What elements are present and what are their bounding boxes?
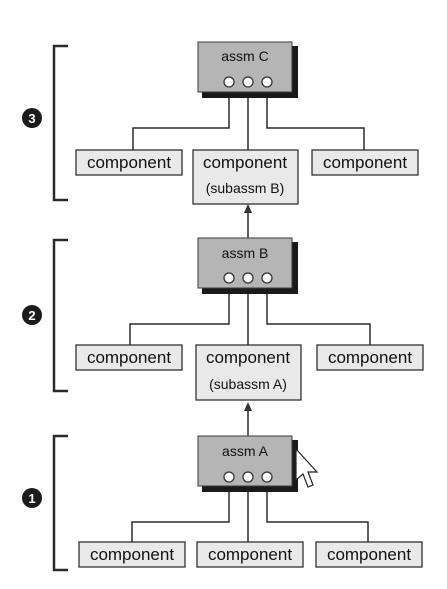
port-circle-icon <box>261 272 273 284</box>
component-label: component <box>206 348 290 367</box>
assembly-label-a: assm A <box>222 443 269 459</box>
component-rect <box>78 541 186 568</box>
component-box-3b-subassm-b[interactable]: component (subassm B) <box>192 149 299 205</box>
level-3-bracket <box>52 44 68 202</box>
assembly-node-c[interactable]: assm C <box>197 41 298 98</box>
component-box-1c[interactable]: component <box>315 541 423 568</box>
arrow-head <box>244 204 252 213</box>
level-1-group: 1 assm A component component component <box>22 434 423 572</box>
component-rect <box>196 541 304 568</box>
component-label: component <box>203 153 287 172</box>
component-label: component <box>328 348 412 367</box>
component-rect <box>316 344 424 371</box>
port-circle-icon <box>261 471 273 483</box>
port-circle-icon <box>223 471 235 483</box>
level-1-badge <box>22 488 42 508</box>
port-circle-icon <box>261 76 273 88</box>
component-box-3c[interactable]: component <box>311 149 419 176</box>
level-2-badge <box>22 305 42 325</box>
component-rect <box>311 149 419 176</box>
component-box-2c[interactable]: component <box>316 344 424 371</box>
component-label: component <box>87 348 171 367</box>
component-label: component <box>87 153 171 172</box>
level-3-badge <box>22 108 42 128</box>
component-box-3a[interactable]: component <box>75 149 183 176</box>
component-label: component <box>323 153 407 172</box>
component-box-2b-subassm-a[interactable]: component (subassm A) <box>195 344 302 401</box>
level-1-number: 1 <box>28 491 35 506</box>
port-circle-icon <box>223 272 235 284</box>
level-3-number: 3 <box>28 111 35 126</box>
level-2-bracket <box>52 238 68 393</box>
assembly-label-c: assm C <box>221 48 268 64</box>
level-1-connector-left <box>131 486 230 542</box>
arrow-head <box>244 402 252 411</box>
level-1-bracket <box>52 434 68 572</box>
component-box-2a[interactable]: component <box>75 344 183 371</box>
level-3-connector-left <box>132 92 230 150</box>
component-rect <box>192 149 299 205</box>
assembly-node-a[interactable]: assm A <box>197 435 298 492</box>
port-circle-icon <box>242 76 254 88</box>
level-2-connector-left <box>129 288 230 345</box>
arrow-up-icon <box>244 204 252 238</box>
component-label: component <box>90 545 174 564</box>
level-3-connector-right <box>266 92 365 150</box>
component-rect <box>75 149 183 176</box>
assembly-node-b[interactable]: assm B <box>197 237 298 294</box>
mouse-pointer-icon <box>295 447 319 488</box>
component-label: component <box>208 545 292 564</box>
port-circle-icon <box>242 471 254 483</box>
component-rect <box>75 344 183 371</box>
port-circle-icon <box>242 272 254 284</box>
level-2-number: 2 <box>28 308 35 323</box>
subassembly-note: (subassm B) <box>206 180 285 196</box>
arrow-up-icon <box>244 402 252 436</box>
component-rect <box>195 344 302 401</box>
subassembly-note: (subassm A) <box>209 376 287 392</box>
level-2-group: 2 assm B component component (subassm A)… <box>22 237 424 401</box>
component-box-1b[interactable]: component <box>196 541 304 568</box>
component-label: component <box>327 545 411 564</box>
component-box-1a[interactable]: component <box>78 541 186 568</box>
level-1-connector-right <box>266 486 369 542</box>
component-rect <box>315 541 423 568</box>
level-2-connector-right <box>266 288 371 345</box>
port-circle-icon <box>223 76 235 88</box>
assembly-label-b: assm B <box>222 245 269 261</box>
level-3-group: 3 assm C component component (subassm B)… <box>22 41 419 205</box>
